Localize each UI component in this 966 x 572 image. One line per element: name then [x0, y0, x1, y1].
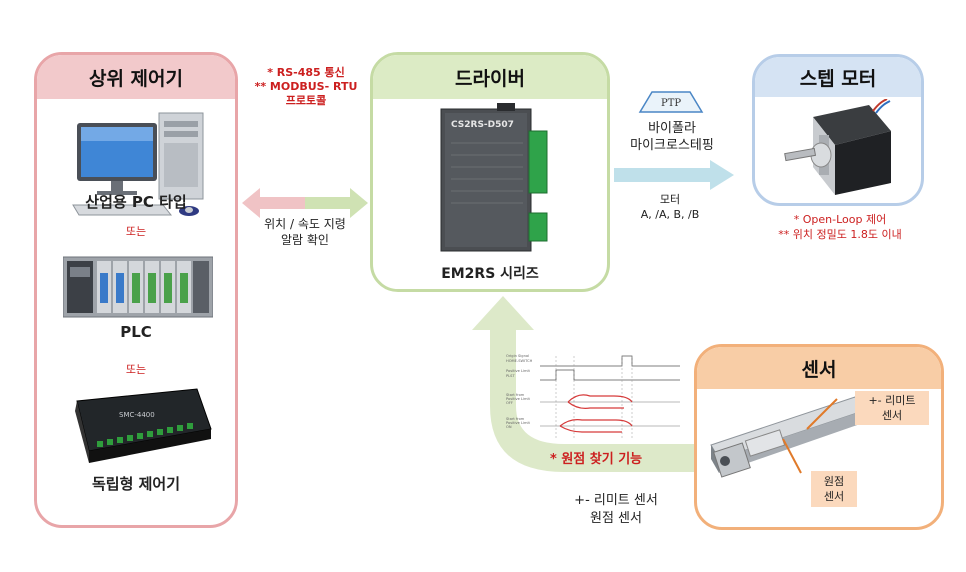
- timing-label: HOME-SWITCH: [506, 359, 533, 363]
- driver-motor-arrow: [614, 160, 734, 190]
- origin-sensor-line-1: 원점: [823, 475, 845, 488]
- motor-link-line-1: 모터: [659, 193, 681, 206]
- motor-link-text: 모터 A, /A, B, /B: [620, 192, 720, 222]
- sensor-title: 센서: [801, 358, 837, 381]
- timing-label: Start from: [506, 393, 525, 397]
- host-item-plc: PLC: [120, 323, 152, 341]
- host-item-industrial-pc: 산업용 PC 타입: [85, 193, 187, 211]
- homing-feedback-arrow: [472, 296, 704, 472]
- timing-label: OFF: [506, 401, 513, 405]
- ptp-line-2: 마이크로스테핑: [630, 138, 714, 153]
- motor-link-line-2: A, /A, B, /B: [640, 208, 700, 221]
- driver-title: 드라이버: [455, 67, 525, 90]
- standalone-controller-image: SMC-4400: [75, 388, 212, 463]
- industrial-pc-image: [72, 112, 204, 216]
- link-line-1: 위치 / 속도 지령: [264, 217, 346, 231]
- timing-label: PLST: [506, 374, 515, 378]
- ptp-text: 바이폴라 마이크로스테핑: [616, 120, 728, 154]
- timing-label: Start from: [506, 417, 525, 421]
- sensor-link-line-1: +- 리미트 센서: [574, 493, 658, 508]
- stepper-title: 스텝 모터: [799, 67, 877, 90]
- linear-stage-image: [710, 396, 864, 478]
- driver-panel: 드라이버 CS2RS-D507 EM2RS 시리즈: [370, 52, 610, 292]
- sensor-link-line-2: 원점 센서: [590, 511, 642, 526]
- stepper-note-1: * Open-Loop 제어: [793, 213, 887, 226]
- host-driver-double-arrow: [242, 188, 368, 218]
- sensor-header: 센서: [697, 347, 941, 389]
- host-controller-header: 상위 제어기: [37, 55, 235, 99]
- limit-sensor-line-2: 센서: [881, 409, 903, 422]
- stepper-motor-panel: 스텝 모터: [752, 54, 924, 206]
- origin-sensor-label: 원점 센서: [811, 471, 857, 507]
- or-label-2: 또는: [125, 363, 147, 376]
- timing-label: Positive Limit: [506, 397, 530, 401]
- host-driver-link-text: 위치 / 속도 지령 알람 확인: [238, 216, 372, 248]
- ptp-profile-icon: PTP: [638, 91, 704, 113]
- timing-label: Origin Signal: [506, 354, 529, 358]
- protocol-note: * RS-485 통신 ** MODBUS- RTU 프로토콜: [238, 66, 374, 108]
- protocol-line-3: 프로토콜: [285, 94, 327, 107]
- homing-timing-chart: Origin Signal HOME-SWITCH Positive Limit…: [506, 354, 680, 438]
- host-controller-panel: 상위 제어기 산업용 PC 타입 또는: [34, 52, 238, 528]
- stepper-header: 스텝 모터: [755, 57, 921, 97]
- controller-board-text: SMC-4400: [119, 411, 155, 419]
- limit-sensor-label: +- 리미트 센서: [855, 391, 929, 425]
- stepper-notes: * Open-Loop 제어 ** 위치 정밀도 1.8도 이내: [740, 212, 940, 242]
- homing-caption: * 원점 찾기 기능: [550, 452, 643, 467]
- stepper-motor-image: [784, 99, 891, 195]
- protocol-line-1: * RS-485 통신: [267, 66, 345, 79]
- plc-image: [63, 256, 213, 318]
- ptp-label: PTP: [661, 98, 681, 109]
- driver-image: CS2RS-D507: [440, 103, 548, 252]
- timing-label: Positive Limit: [506, 369, 530, 373]
- protocol-line-2: ** MODBUS- RTU: [254, 80, 358, 93]
- sensor-panel: 센서 +- 리미트 센서 원점 센서: [694, 344, 944, 530]
- plc-modules: [97, 261, 209, 313]
- timing-label: ON: [506, 425, 512, 429]
- origin-sensor-line-2: 센서: [823, 490, 845, 503]
- sensor-link-text: +- 리미트 센서 원점 센서: [556, 492, 676, 528]
- link-line-2: 알람 확인: [281, 233, 329, 247]
- driver-model-text: CS2RS-D507: [451, 120, 514, 130]
- limit-sensor-line-1: +- 리미트: [868, 394, 916, 407]
- or-label-1: 또는: [125, 225, 147, 238]
- stepper-note-2: ** 위치 정밀도 1.8도 이내: [778, 228, 902, 241]
- driver-series: EM2RS 시리즈: [441, 266, 539, 282]
- ptp-line-1: 바이폴라: [648, 121, 696, 136]
- host-item-standalone: 독립형 제어기: [91, 475, 181, 493]
- timing-label: Positive Limit: [506, 421, 530, 425]
- host-controller-title: 상위 제어기: [88, 67, 183, 90]
- driver-header: 드라이버: [373, 55, 607, 99]
